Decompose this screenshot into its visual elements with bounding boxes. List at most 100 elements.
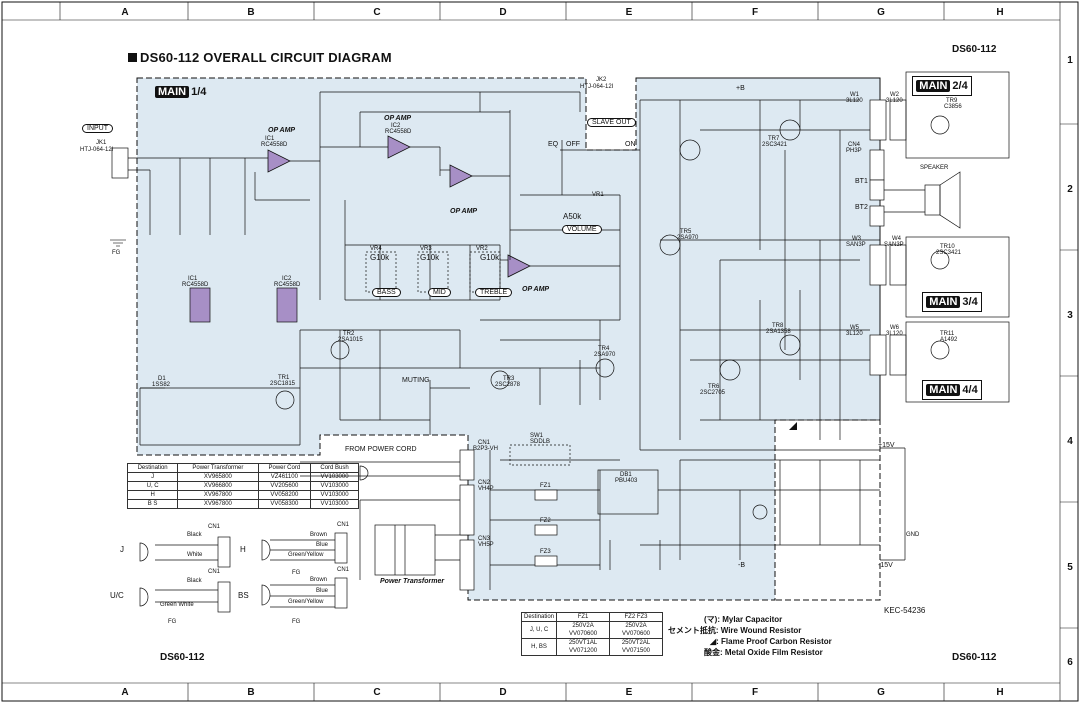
tr6-ref: TR6 [708, 384, 720, 390]
row-label-5: 5 [1067, 562, 1073, 573]
input-label: INPUT [82, 124, 113, 133]
model-number-top: DS60-112 [952, 44, 997, 55]
model-number-bottom-left: DS60-112 [160, 652, 205, 663]
volume-control-label: VOLUME [562, 225, 602, 234]
tr1-ref: TR1 [278, 375, 290, 381]
main-tag-3: MAIN [926, 296, 961, 308]
column-label-h-bottom: H [996, 687, 1004, 698]
tr2-part: 2SA1015 [338, 337, 363, 343]
main-tag-2: MAIN [916, 80, 951, 92]
table-header-row: Destination Power Transformer Power Cord… [126, 463, 359, 473]
wiring-h-fg: FG [292, 570, 301, 576]
cn2-ref: CN2 [478, 480, 491, 486]
main-frac-2: 2/4 [952, 80, 968, 92]
wiring-uc-dest: U/C [110, 591, 124, 600]
column-label-g: G [877, 7, 885, 18]
table-header-cell: FZ2 FZ3 [609, 612, 663, 622]
wiring-h-wire1: Brown [310, 532, 328, 538]
table-header-cell: FZ1 [556, 612, 611, 622]
tr9-ref: TR9 [946, 98, 958, 104]
row-label-1: 1 [1067, 55, 1073, 66]
destination-parts-table: Destination Power Transformer Power Cord… [126, 463, 359, 509]
vr2-ref: VR2 [476, 246, 488, 252]
table-cell: VV103000 [310, 472, 359, 482]
table-header-cell: Power Transformer [177, 463, 259, 473]
main-frac-4: 4/4 [962, 384, 978, 396]
table-cell: VV058300 [257, 499, 312, 509]
table-cell: VV103000 [310, 499, 359, 509]
table-cell: 250VT2AL VV071500 [609, 638, 663, 656]
vr4-value: G10k [370, 253, 390, 262]
wiring-bs-wire3: Green/Yellow [288, 599, 324, 605]
wiring-j-dest: J [120, 545, 124, 554]
fuse-table: Destination FZ1 FZ2 FZ3 J, U, C 250V2A V… [520, 612, 663, 656]
document-code: KEC-54236 [884, 606, 926, 615]
wiring-j-cn: CN1 [208, 524, 221, 530]
w2-ref: W2 [890, 92, 899, 98]
ic1-power-ref: IC1 [188, 276, 198, 282]
table-header-cell: Power Cord [257, 463, 312, 473]
tr4-ref: TR4 [598, 346, 610, 352]
vr1-ref: VR1 [592, 192, 604, 198]
w4-part: SAN3P [884, 242, 904, 248]
legend-mylar: (マ): Mylar Capacitor [704, 615, 783, 624]
table-cell: VV103000 [310, 481, 359, 491]
tr8-part: 2SA1358 [766, 329, 791, 335]
fg-label: FG [112, 250, 121, 256]
plus-b-label: +B [736, 85, 745, 92]
table-row: J, U, C 250V2A VV070600 250V2A VV070600 [520, 621, 663, 639]
table-cell: VV103000 [310, 490, 359, 500]
legend-metal-oxide: 酸金: Metal Oxide Film Resistor [704, 648, 823, 657]
wiring-h-wire3: Green/Yellow [288, 552, 324, 558]
op-amp-label-ic1a: OP AMP [268, 127, 296, 134]
slave-out-label: SLAVE OUT [587, 118, 636, 127]
column-label-h: H [996, 7, 1004, 18]
wiring-uc-wire2: Green White [160, 602, 194, 608]
minus-b-label: -B [738, 562, 745, 569]
bt1-label: BT1 [855, 178, 868, 185]
from-power-cord-label: FROM POWER CORD [345, 446, 417, 453]
column-label-c: C [373, 7, 381, 18]
vr2-value: G10k [480, 253, 500, 262]
column-label-f-bottom: F [751, 687, 759, 698]
column-label-f: F [751, 7, 759, 18]
table-cell: XV965800 [177, 472, 259, 482]
main-frac-3: 3/4 [962, 296, 978, 308]
ic1-ref: IC1 [265, 136, 275, 142]
volume-value: A50k [563, 212, 582, 221]
tr3-part: 2SC2878 [495, 382, 521, 388]
table-cell: J, U, C [520, 621, 558, 639]
fz1-ref: FZ1 [540, 483, 551, 489]
w5-part: 3L120 [846, 331, 863, 337]
table-cell: J [126, 472, 179, 482]
tr7-ref: TR7 [768, 136, 780, 142]
cn1-ref: CN1 [478, 440, 491, 446]
sw1-part: SDDLB [530, 439, 551, 445]
ic1-power-part: RC4558D [182, 282, 209, 288]
table-row: U, C XV966800 VV205600 VV103000 [126, 481, 359, 491]
op-amp-label-ic2b: OP AMP [450, 208, 478, 215]
table-cell: VV058200 [257, 490, 312, 500]
component-legend: (マ): Mylar Capacitor セメント抵抗: Wire Wound … [668, 614, 832, 658]
table-cell: H, BS [520, 638, 558, 656]
wiring-h-cn: CN1 [337, 522, 350, 528]
title-bullet-icon [128, 53, 137, 62]
db1-part: PBU403 [615, 478, 638, 484]
op-amp-label-ic1b: OP AMP [522, 286, 550, 293]
wiring-bs-wire1: Brown [310, 577, 328, 583]
column-label-b-bottom: B [247, 687, 255, 698]
vr3-value: G10k [420, 253, 440, 262]
vr4-ref: VR4 [370, 246, 382, 252]
wiring-h-wire2: Blue [316, 542, 329, 548]
column-label-g-bottom: G [877, 687, 885, 698]
column-label-e: E [625, 7, 633, 18]
table-cell: XV967800 [177, 499, 259, 509]
d1-ref: D1 [158, 376, 166, 382]
wiring-bs-fg: FG [292, 619, 301, 625]
wiring-uc-fg: FG [168, 619, 177, 625]
table-cell: XV967800 [177, 490, 259, 500]
jk1-part: HTJ-064-12I [80, 147, 114, 153]
jk2-part: HTJ-064-12I [580, 84, 614, 90]
